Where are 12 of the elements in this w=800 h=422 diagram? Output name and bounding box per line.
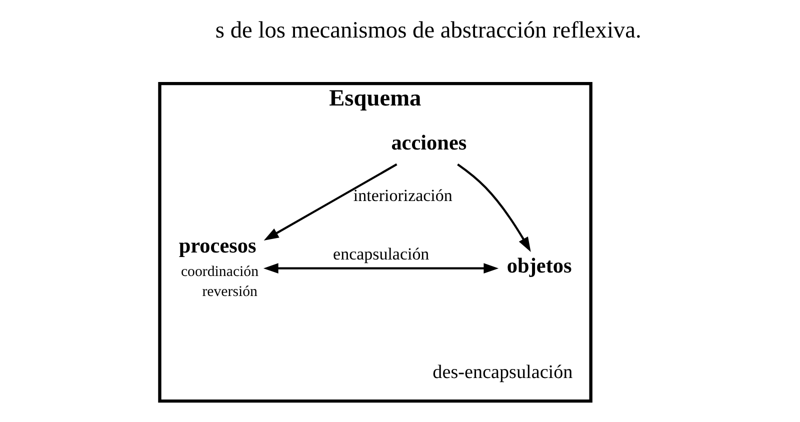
node-label: reversión: [202, 284, 258, 300]
edge-label: interiorización: [352, 186, 452, 206]
arrow: [262, 263, 498, 274]
node-text: objetos: [506, 254, 572, 278]
node-text: procesos: [178, 233, 256, 258]
label: des-encapsulación: [432, 362, 572, 384]
label: s de los mecanismos de abstracción reflexiva.: [214, 18, 641, 44]
edge-label: encapsulación: [332, 244, 429, 264]
node-text: acciones: [390, 130, 466, 154]
arrow: [263, 163, 397, 240]
node-label: coordinación: [180, 264, 258, 280]
arrow: [456, 164, 530, 252]
